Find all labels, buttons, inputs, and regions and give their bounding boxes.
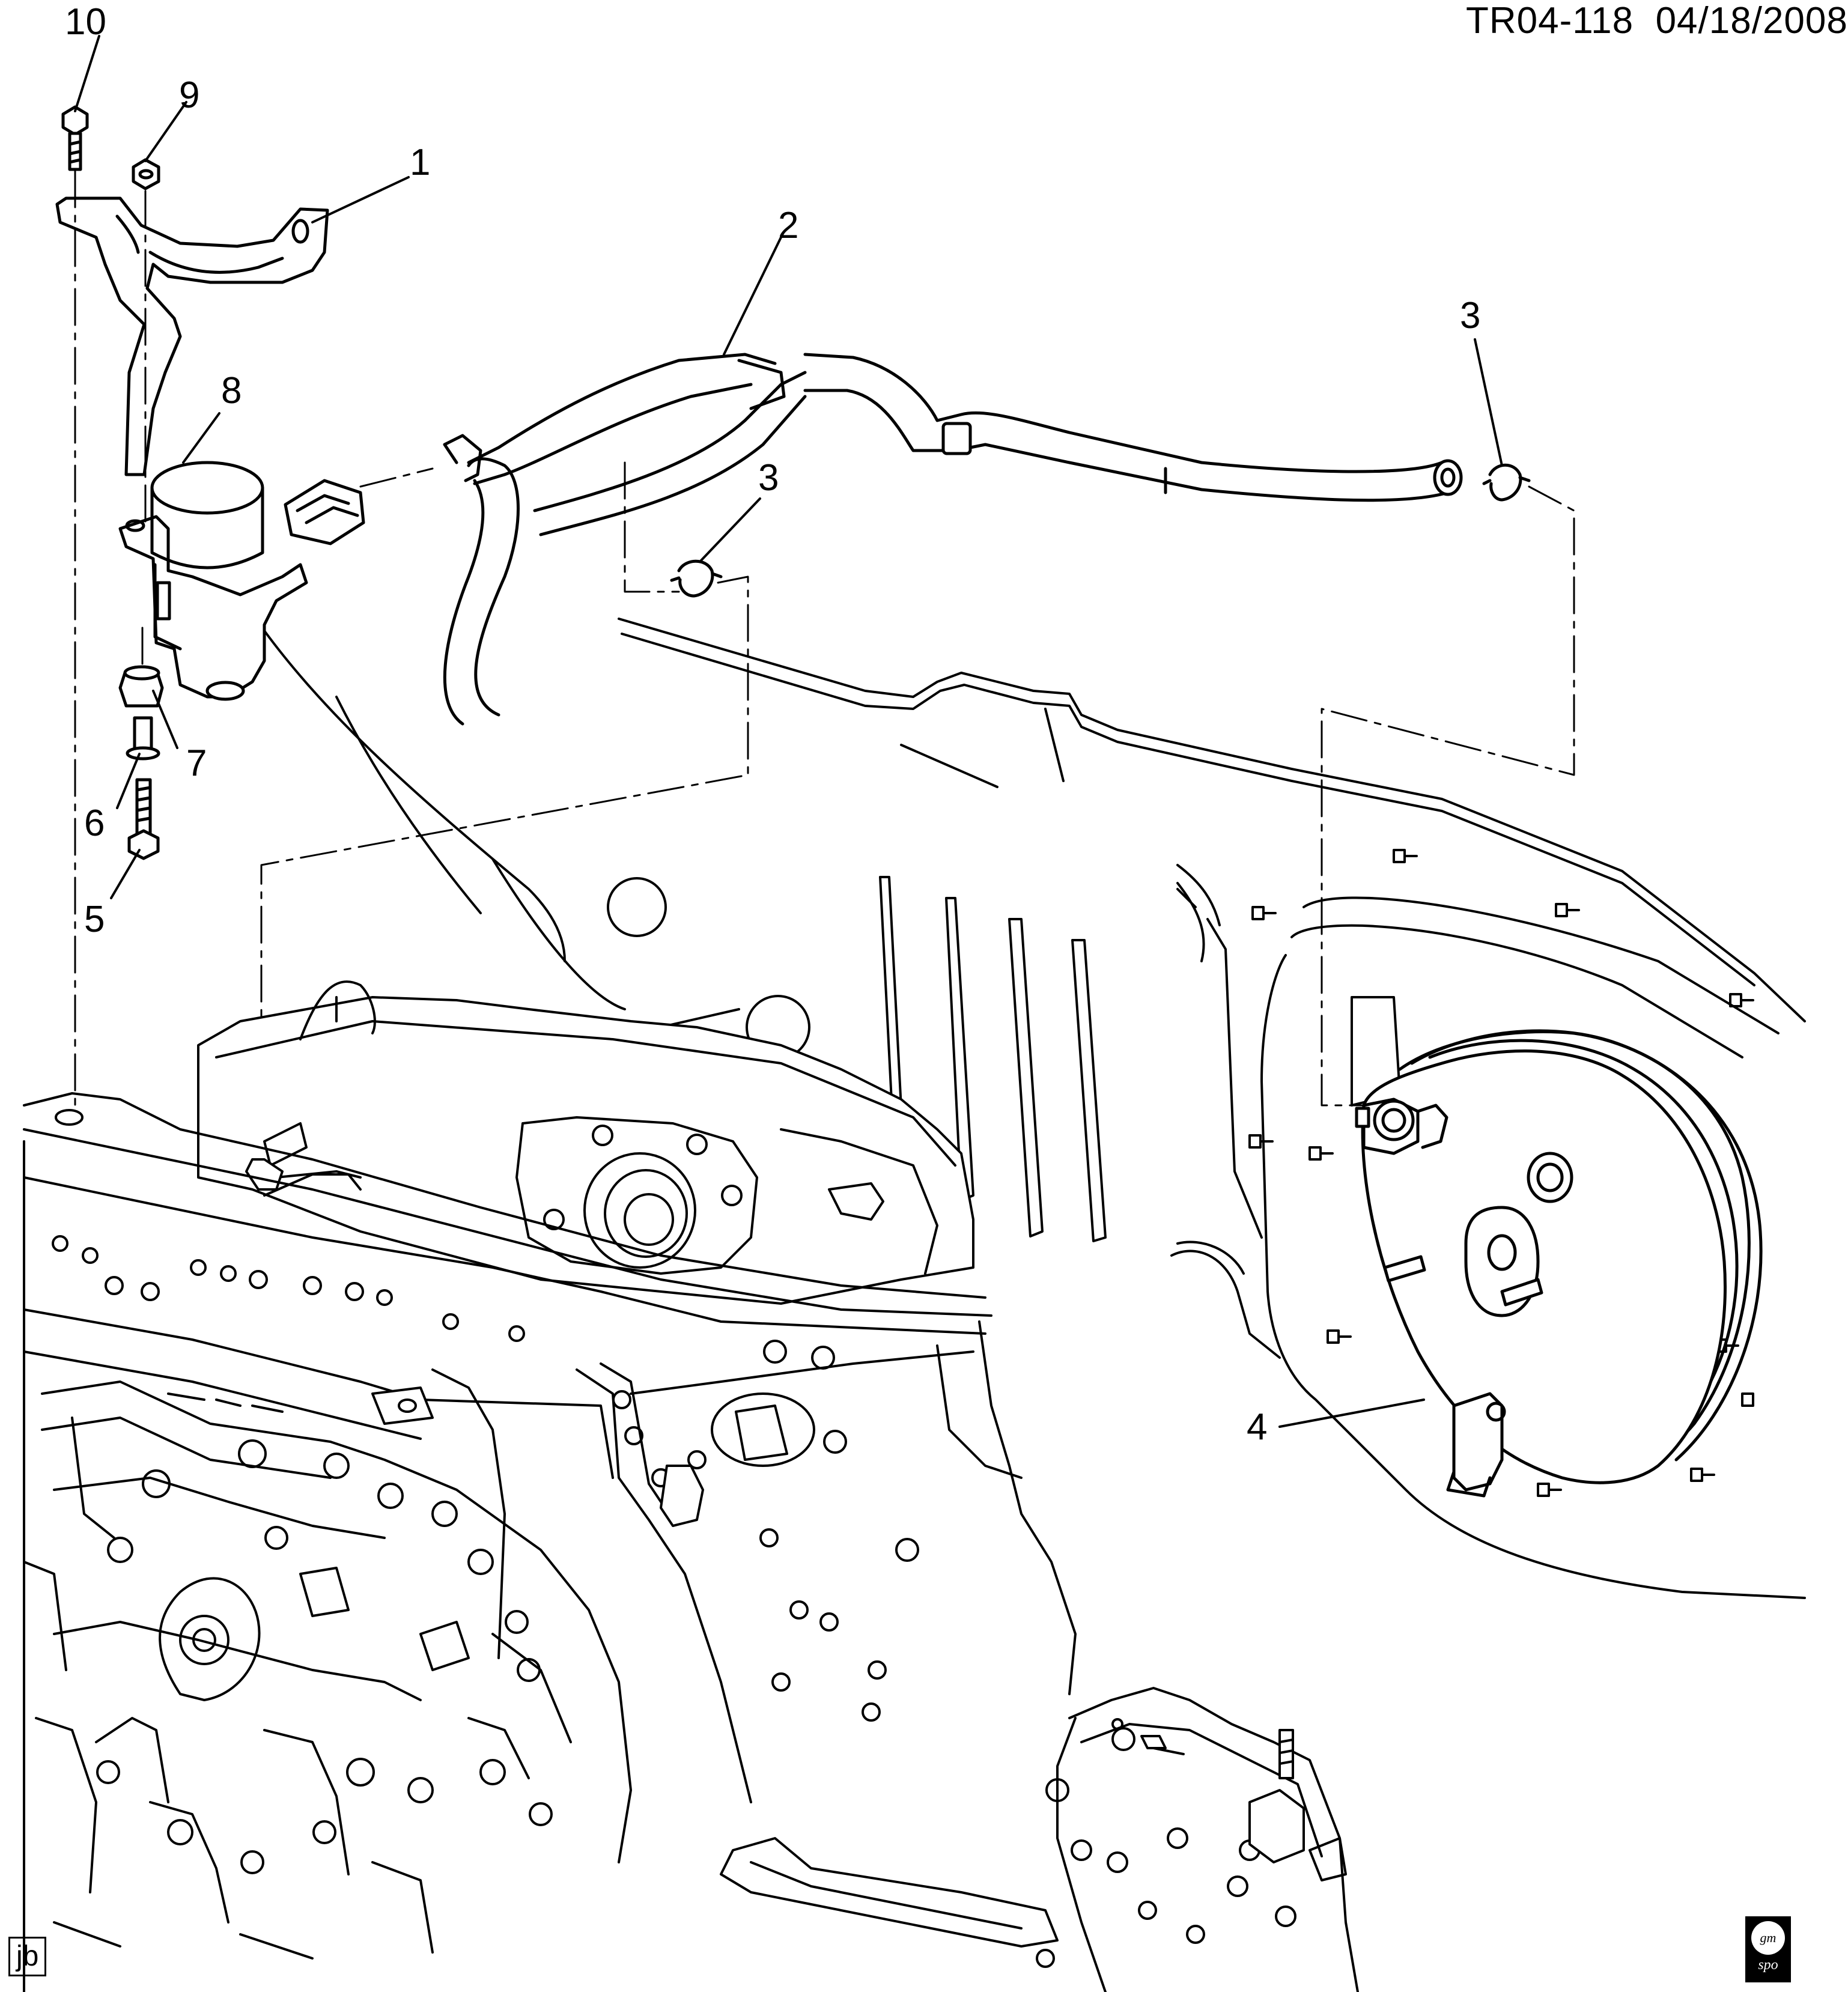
cross-member-left [23, 1140, 572, 1992]
part-5-bolt [127, 778, 160, 860]
callout-leaders [74, 35, 1503, 1428]
callout-label-8: 8 [221, 370, 242, 411]
callout-label-2: 2 [778, 205, 799, 246]
firewall-studs [1248, 849, 1754, 1497]
callout-label-10: 10 [65, 1, 106, 43]
firewall-panel [1170, 849, 1806, 1599]
gm-spo-logo: gm spo [1745, 1916, 1791, 1982]
vacuum-sensor [1446, 1392, 1506, 1498]
transmission-housing [720, 1687, 1359, 1992]
part-2-vacuum-hose [443, 353, 1463, 726]
front-frame-rail [23, 1092, 1077, 1803]
artist-initials: jb [8, 1937, 47, 1976]
callout-label-6: 6 [84, 803, 105, 844]
engine-block [23, 1380, 632, 1960]
part-3-clamp-upper [1482, 463, 1531, 502]
document-id: TR04-118 [1466, 0, 1634, 41]
callout-label-7: 7 [186, 742, 207, 784]
part-7-isolator [118, 665, 164, 708]
part-10-bolt [61, 105, 89, 171]
part-3-clamp-lower [670, 559, 723, 598]
check-valve [1355, 1098, 1448, 1155]
logo-gm: gm [1751, 1921, 1785, 1955]
callout-label-3-lower: 3 [758, 457, 779, 499]
part-6-sleeve [126, 716, 160, 761]
callout-label-4: 4 [1247, 1406, 1268, 1448]
callout-label-3-upper: 3 [1460, 295, 1481, 336]
callout-label-1: 1 [410, 142, 431, 183]
part-9-nut [132, 158, 160, 190]
throttle-body [515, 1116, 758, 1275]
document-date: 04/18/2008 [1655, 0, 1848, 41]
parts-diagram [23, 35, 1806, 1992]
engine-intake-manifold [197, 980, 974, 1305]
document-header: TR04-118 04/18/2008 [1466, 2, 1848, 40]
callout-label-9: 9 [179, 74, 200, 116]
logo-spo: spo [1758, 1957, 1778, 1973]
callout-label-5: 5 [84, 899, 105, 940]
part-4-brake-booster [1355, 1029, 1763, 1498]
assembly-centerlines [74, 170, 1575, 1143]
part-8-vacuum-pump [118, 461, 365, 701]
part-1-bracket [55, 196, 329, 476]
